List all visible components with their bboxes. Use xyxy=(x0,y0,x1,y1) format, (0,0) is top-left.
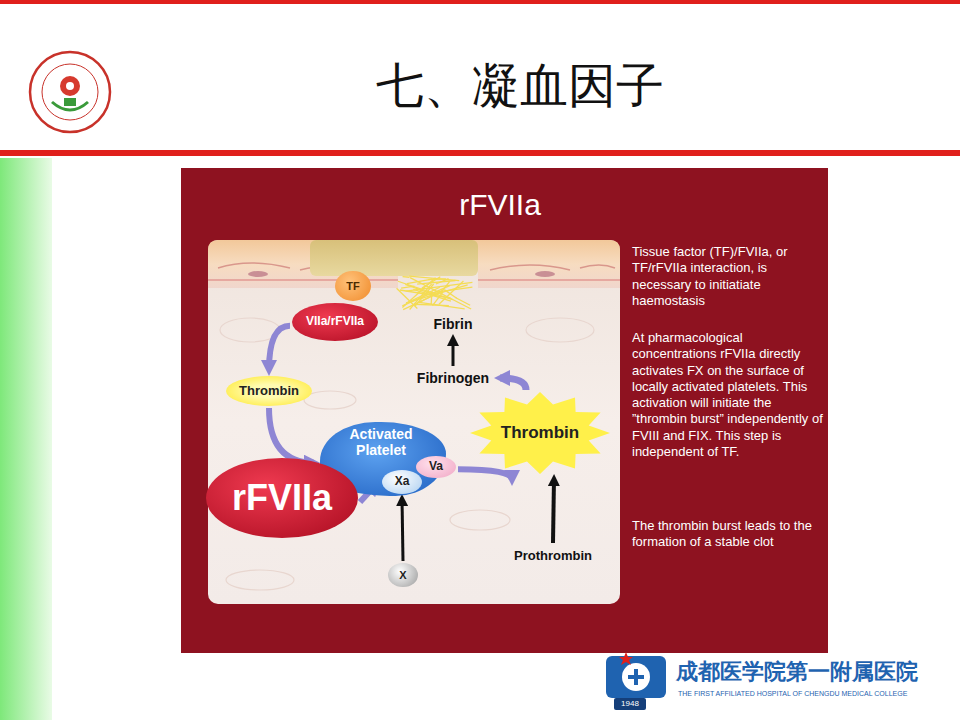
activation-arrow xyxy=(269,326,290,370)
node-text: TF xyxy=(346,280,359,293)
side-bar xyxy=(0,158,52,720)
panel-title: rFVIIa xyxy=(400,186,600,224)
note-text: The thrombin burst leads to the formatio… xyxy=(632,518,824,551)
thrombin-ellipse: Thrombin xyxy=(226,376,312,406)
hospital-name: 成都医学院第一附属医院 xyxy=(676,659,956,685)
substrate-text: Fibrinogen xyxy=(412,368,494,388)
fibrin-strand xyxy=(409,276,459,281)
precursor-text: Prothrombin xyxy=(505,545,601,567)
node-text: Fibrin xyxy=(434,316,473,332)
header-rule xyxy=(0,150,960,156)
hospital-name-en: THE FIRST AFFILIATED HOSPITAL OF CHENGDU… xyxy=(678,689,956,698)
fibrin-strand xyxy=(414,304,448,305)
fibrin-strand xyxy=(403,276,410,278)
school-logo xyxy=(30,52,110,132)
fibrin-mesh xyxy=(397,276,473,310)
fibrin-strand xyxy=(397,288,418,308)
fibrin-strand xyxy=(398,281,453,299)
node-text: Prothrombin xyxy=(514,549,592,564)
fibrin-strand xyxy=(428,278,446,280)
conversion-arrow xyxy=(452,338,455,366)
fibrin-strand xyxy=(456,298,470,305)
node-text: Thrombin xyxy=(501,423,579,443)
product-text: Fibrin xyxy=(426,314,480,334)
node-text: Activated Platelet xyxy=(344,426,418,458)
founding-year: 1948 xyxy=(614,699,646,709)
node-text: VIIa/rFVIIa xyxy=(306,315,364,329)
illustration-ground xyxy=(208,240,620,604)
node-text: Va xyxy=(429,460,443,474)
hospital-logo xyxy=(606,652,666,710)
enzyme-ellipse: Xa xyxy=(382,470,422,494)
node-text: Xa xyxy=(395,475,410,489)
node-text: Thrombin xyxy=(239,384,299,399)
vessel-wall xyxy=(208,240,620,288)
activation-arrow xyxy=(500,378,526,390)
node-text: X xyxy=(399,569,406,582)
fibrin-strand xyxy=(401,286,414,288)
note-text: At pharmacological concentrations rFVIIa… xyxy=(632,330,824,460)
thrombin-burst: Thrombin xyxy=(470,392,610,474)
fibrin-strand xyxy=(417,280,455,284)
node-text: rFVIIa xyxy=(232,477,332,518)
tf-circle: TF xyxy=(335,271,370,301)
fibrin-strand xyxy=(439,281,463,304)
activation-arrow xyxy=(269,408,314,463)
drug-ellipse: rFVIIa xyxy=(206,458,358,538)
slide-title: 七、凝血因子 xyxy=(260,56,780,116)
cofactor-ellipse: Va xyxy=(416,456,456,478)
conversion-arrow xyxy=(402,498,403,561)
figure-panel xyxy=(181,168,828,653)
top-rule xyxy=(0,0,960,4)
node-text: Fibrinogen xyxy=(417,370,489,386)
factor-ellipse: VIIa/rFVIIa xyxy=(292,303,378,341)
note-text: Tissue factor (TF)/FVIIa, or TF/rFVIIa i… xyxy=(632,244,824,309)
activation-arrow xyxy=(458,469,512,480)
conversion-arrow xyxy=(553,478,554,543)
burst-outline xyxy=(470,392,610,474)
zymogen-sphere: X xyxy=(388,563,417,587)
